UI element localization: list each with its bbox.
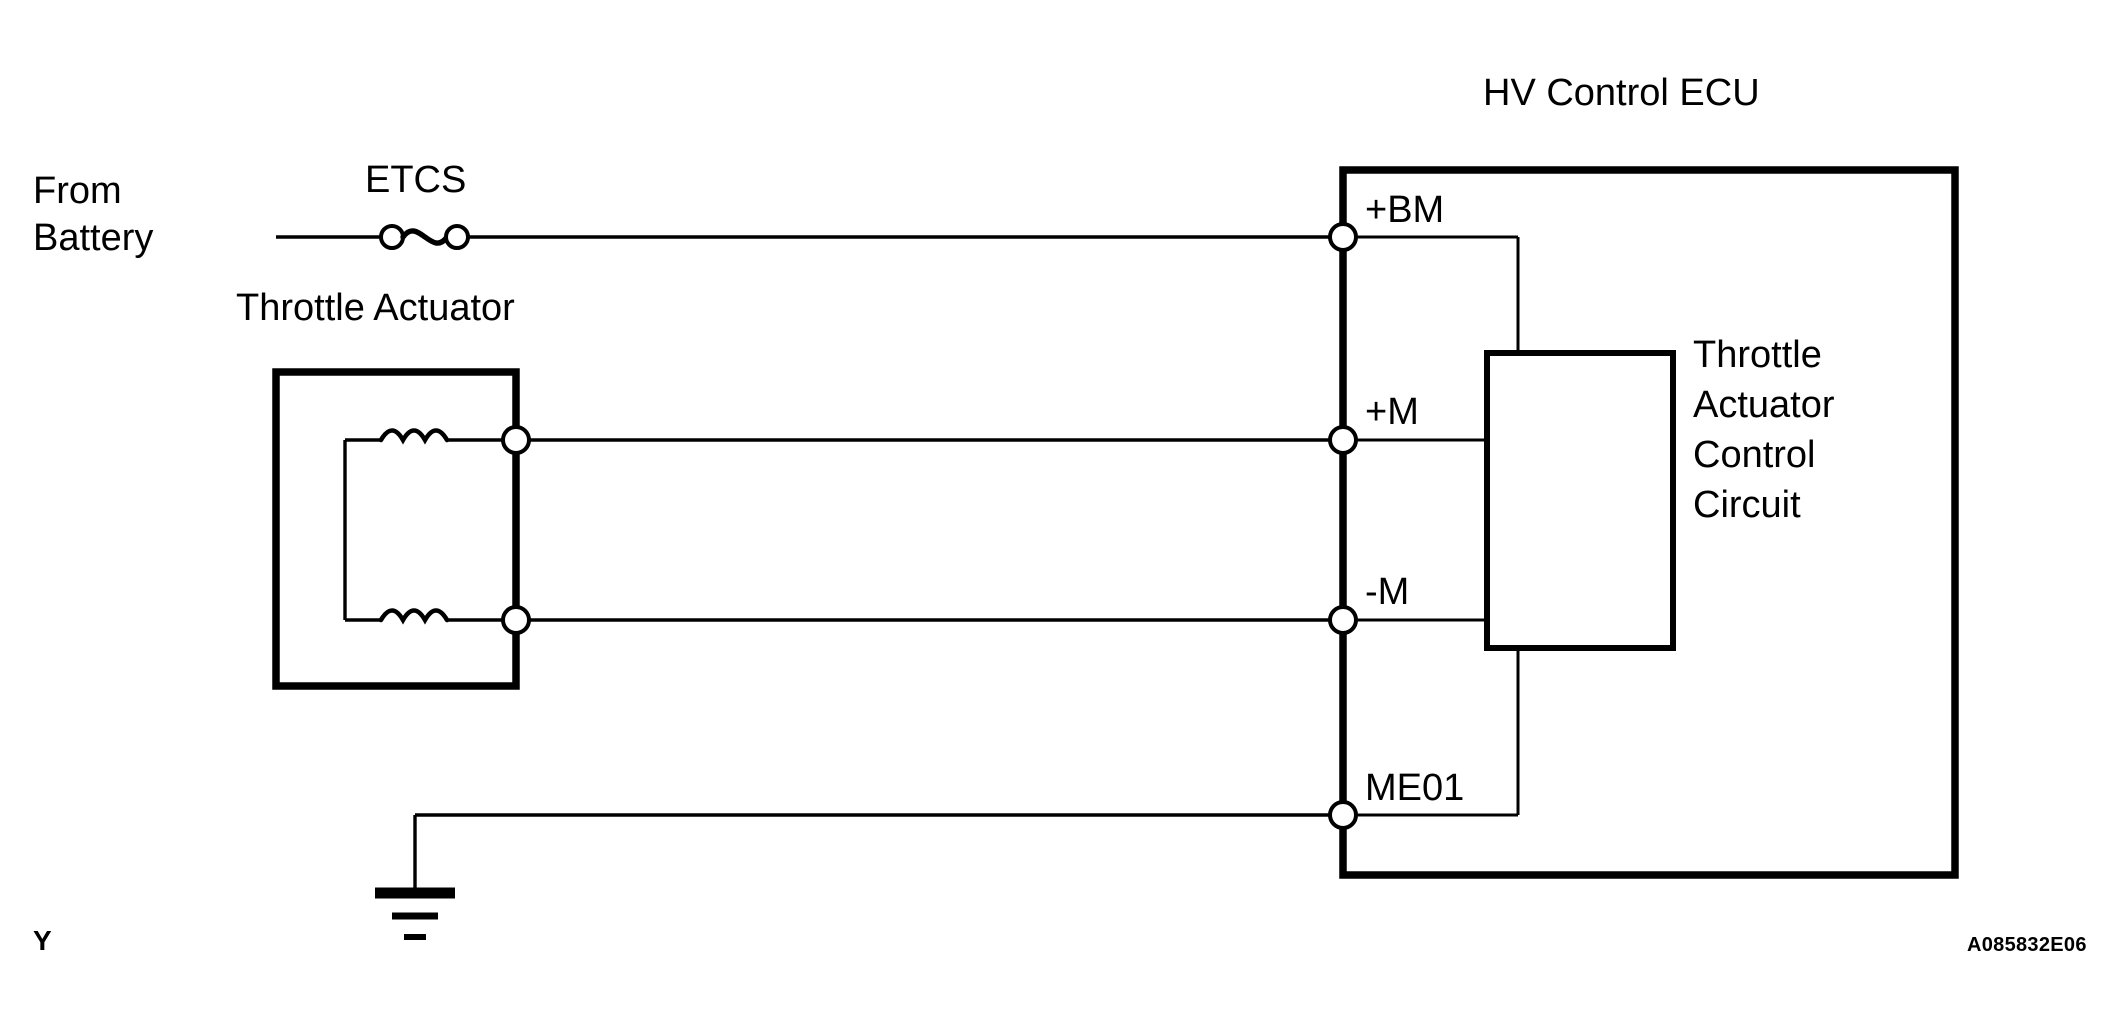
fuse-terminal-left-icon: [379, 224, 405, 250]
lower-motor-coil-icon: [378, 608, 450, 625]
throttle-actuator-control-circuit-box: [1484, 350, 1676, 651]
ecu-terminal-me01-icon: [1328, 800, 1358, 830]
control-circuit-label-line2: Actuator: [1693, 384, 1835, 426]
control-circuit-label-line3: Control: [1693, 434, 1816, 476]
control-circuit-label-line1: Throttle: [1693, 334, 1822, 376]
control-circuit-label-line4: Circuit: [1693, 484, 1801, 526]
actuator-connector-minus-m-icon: [501, 605, 531, 635]
source-label-line2: Battery: [33, 217, 153, 259]
throttle-actuator-label: Throttle Actuator: [236, 287, 515, 329]
actuator-connector-plus-m-icon: [501, 425, 531, 455]
throttle-actuator-box: [272, 368, 520, 690]
figure-code: A085832E06: [1967, 934, 2087, 956]
ecu-title: HV Control ECU: [1483, 72, 1760, 114]
source-label-line1: From: [33, 170, 122, 212]
ecu-terminal-label-plus-bm: +BM: [1365, 189, 1444, 231]
upper-motor-coil-icon: [378, 428, 450, 445]
ecu-terminal-label-plus-m: +M: [1365, 391, 1419, 433]
ecu-terminal-plus-m-icon: [1328, 425, 1358, 455]
ecu-terminal-plus-bm-icon: [1328, 222, 1358, 252]
fuse-link-icon: [400, 228, 450, 246]
fuse-terminal-right-icon: [444, 224, 470, 250]
fuse-label: ETCS: [365, 159, 466, 201]
ecu-terminal-minus-m-icon: [1328, 605, 1358, 635]
ecu-terminal-label-me01: ME01: [1365, 767, 1464, 809]
hv-control-ecu-box: [1339, 166, 1959, 879]
corner-mark: Y: [33, 925, 52, 956]
ecu-terminal-label-minus-m: -M: [1365, 571, 1409, 613]
